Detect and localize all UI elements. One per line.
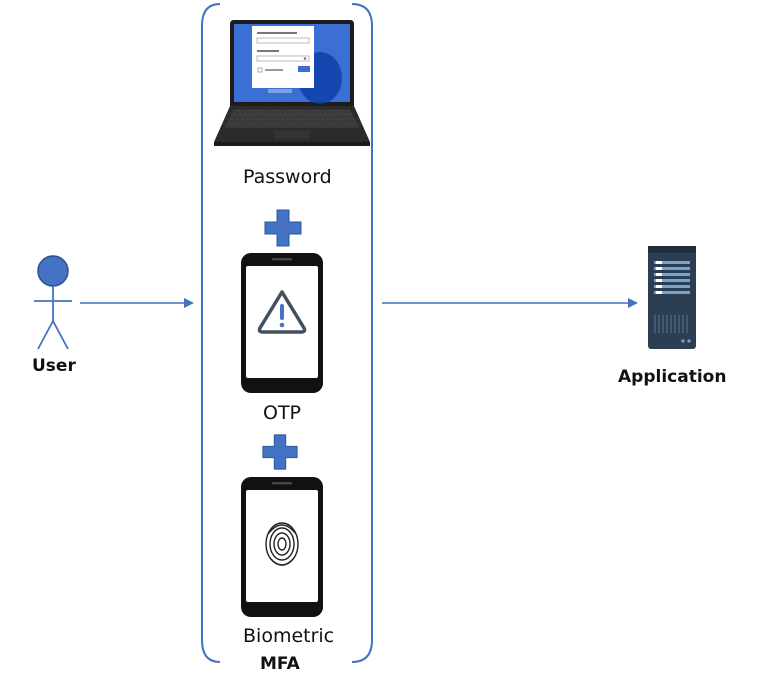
arrow-user-to-mfa <box>80 298 194 308</box>
phone-warning-icon <box>241 253 323 393</box>
factor-label-password: Password <box>243 166 332 188</box>
plus-icon <box>262 434 298 470</box>
factor-label-otp: OTP <box>263 402 302 424</box>
server-icon <box>648 246 696 349</box>
laptop-icon <box>214 20 370 146</box>
arrow-mfa-to-application <box>382 298 638 308</box>
phone-fingerprint-icon <box>241 477 323 617</box>
plus-icon <box>264 209 302 247</box>
mfa-title: MFA <box>260 654 300 674</box>
factor-label-biometric: Biometric <box>243 625 335 647</box>
user-label: User <box>32 356 76 376</box>
mfa-bracket <box>201 3 373 663</box>
user-icon <box>34 255 72 350</box>
application-label: Application <box>618 367 727 387</box>
